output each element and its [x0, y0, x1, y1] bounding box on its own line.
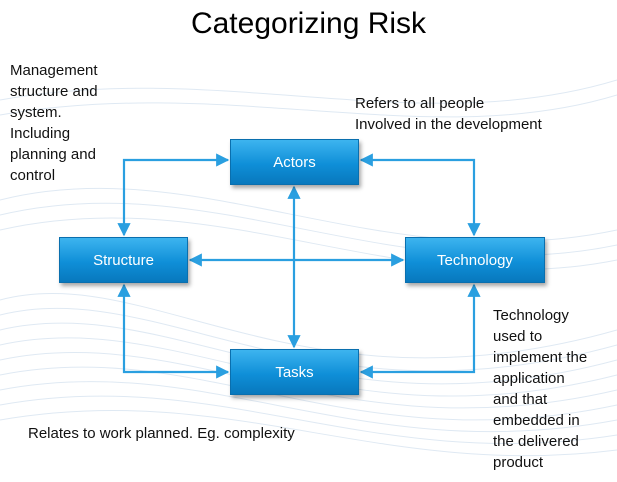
- note-line: Management: [10, 62, 98, 79]
- note-line: Involved in the development: [355, 116, 542, 133]
- note-actors: Refers to all people Involved in the dev…: [355, 93, 595, 135]
- note-tasks: Relates to work planned. Eg. complexity: [28, 423, 358, 444]
- note-line: and that: [493, 391, 548, 408]
- note-line: product: [493, 454, 544, 471]
- note-technology: Technology used to implement the applica…: [493, 305, 613, 473]
- arrow-technology-tasks: [359, 283, 481, 379]
- arrow-structure-tasks: [117, 283, 230, 379]
- note-structure: Management structure and system. Includi…: [10, 60, 135, 186]
- arrow-actors-structure: [117, 153, 230, 237]
- note-line: implement the: [493, 349, 588, 366]
- arrow-actors-technology: [359, 153, 481, 237]
- node-technology: Technology: [405, 237, 545, 283]
- node-structure: Structure: [59, 237, 188, 283]
- note-line: embedded in: [493, 412, 580, 429]
- note-line: application: [493, 370, 565, 387]
- note-line: control: [10, 167, 56, 184]
- note-line: Technology: [493, 307, 569, 324]
- note-line: structure and: [10, 83, 98, 100]
- note-line: Including: [10, 125, 71, 142]
- note-line: the delivered: [493, 433, 579, 450]
- note-line: used to: [493, 328, 543, 345]
- note-line: system.: [10, 104, 62, 121]
- node-tasks: Tasks: [230, 349, 359, 395]
- note-line: Relates to work planned. Eg. complexity: [28, 425, 295, 442]
- node-actors: Actors: [230, 139, 359, 185]
- page-title: Categorizing Risk: [190, 7, 427, 40]
- note-line: Refers to all people: [355, 95, 485, 112]
- note-line: planning and: [10, 146, 96, 163]
